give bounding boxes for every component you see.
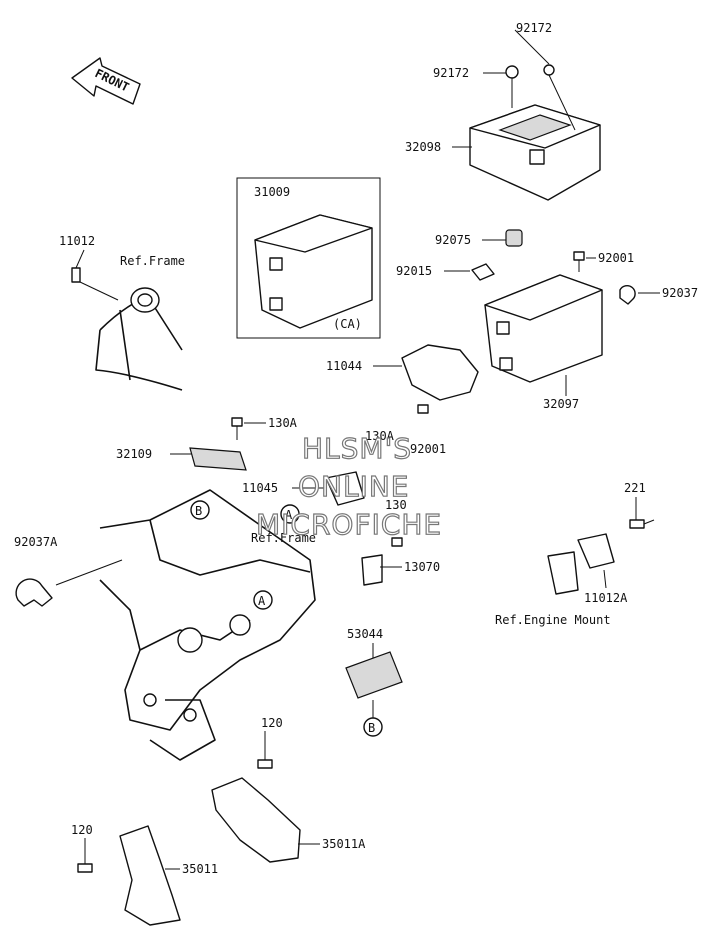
bolt-92001	[573, 251, 585, 272]
part-92037A: 92037A	[14, 535, 58, 549]
bracket-35011A	[211, 777, 301, 863]
part-92172-top: 92172	[516, 21, 552, 35]
rubber-92075	[505, 229, 523, 247]
part-92075: 92075	[435, 233, 471, 247]
part-32097: 32097	[543, 397, 579, 411]
svg-text:MICROFICHE: MICROFICHE	[256, 508, 442, 541]
part-92015: 92015	[396, 264, 432, 278]
battery-box-32097	[484, 274, 603, 383]
part-53044: 53044	[347, 627, 383, 641]
part-92172-left: 92172	[433, 66, 469, 80]
leader-lines	[55, 29, 660, 870]
part-11044: 11044	[326, 359, 362, 373]
svg-text:HLSM'S: HLSM'S	[302, 432, 412, 465]
callout-B-1: B	[190, 500, 210, 520]
watermark: HLSM'S ONLINE MICROFICHE	[255, 431, 442, 541]
part-130A-a: 130A	[268, 416, 298, 430]
part-31009: 31009	[254, 185, 290, 199]
cover-32109	[189, 447, 247, 471]
part-120-a: 120	[261, 716, 283, 730]
callout-A-1: A	[253, 590, 273, 610]
part-35011A: 35011A	[322, 837, 366, 851]
part-32098: 32098	[405, 140, 441, 154]
part-11012: 11012	[59, 234, 95, 248]
svg-text:A: A	[285, 508, 293, 522]
bracket-11045	[325, 471, 365, 506]
svg-text:ONLINE: ONLINE	[298, 470, 409, 503]
bolt-130A	[231, 404, 429, 440]
ref-engine-mount: Ref.Engine Mount	[495, 613, 611, 627]
part-92001-mid: 92001	[410, 442, 446, 456]
bracket-11012A	[547, 533, 615, 595]
part-130: 130	[385, 498, 407, 512]
main-frame-sketch	[99, 489, 316, 761]
bracket-11044	[401, 344, 479, 401]
ref-frame-mid: Ref.Frame	[251, 531, 316, 545]
ca-label: (CA)	[333, 317, 362, 331]
part-32109: 32109	[116, 447, 152, 461]
part-13070: 13070	[404, 560, 440, 574]
clip-92015	[471, 263, 495, 281]
part-11012A: 11012A	[584, 591, 628, 605]
battery-case-cover-32098	[469, 64, 601, 201]
callout-B-2: B	[363, 717, 383, 737]
callout-A-2: A	[280, 504, 300, 524]
part-92001-right: 92001	[598, 251, 634, 265]
bracket-13070	[361, 537, 403, 586]
cover-53044	[345, 651, 403, 699]
part-11045: 11045	[242, 481, 278, 495]
svg-text:B: B	[368, 721, 375, 735]
clamp-92037A	[15, 578, 53, 607]
part-35011: 35011	[182, 862, 218, 876]
bolt-221	[629, 519, 655, 529]
front-arrow: FRONT	[71, 57, 141, 105]
part-120-b: 120	[71, 823, 93, 837]
svg-text:A: A	[258, 594, 266, 608]
part-130A-b: 130A	[365, 429, 395, 443]
frame-head-sketch	[71, 267, 183, 391]
battery-box-31009	[236, 177, 381, 339]
ref-frame-top: Ref.Frame	[120, 254, 185, 268]
svg-text:B: B	[195, 504, 202, 518]
part-221: 221	[624, 481, 646, 495]
bracket-35011	[119, 825, 181, 926]
part-92037: 92037	[662, 286, 698, 300]
clamp-92037	[619, 284, 636, 305]
